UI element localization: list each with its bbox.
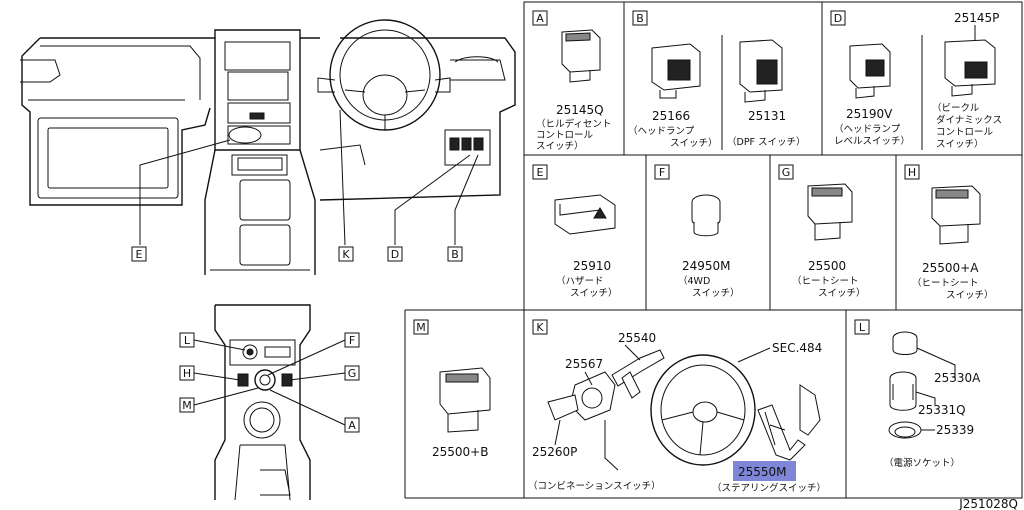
panel-d-desc-1b: レベルスイッチ）: [834, 135, 910, 147]
callout-box-e: [131, 246, 147, 262]
panel-l-part-3: 25339: [936, 423, 974, 437]
panel-g-desc-1: （ヒートシート: [792, 275, 859, 287]
panel-k: K 25540 25567 25260P （コンビネーションスイッチ） SEC.…: [528, 319, 826, 494]
panel-b-desc-1b: スイッチ）: [670, 137, 718, 149]
panel-b-part-1: 25166: [652, 109, 690, 123]
panel-h-desc-1: （ヒートシート: [912, 277, 979, 289]
panel-e-letter: E: [537, 166, 544, 179]
panel-l-part-1: 25330A: [934, 371, 981, 385]
panel-h-part: 25500+A: [922, 261, 979, 275]
panel-d-desc-1a: （ヘッドランプ: [834, 123, 901, 135]
callout-box-d: [387, 246, 403, 262]
highlight-25550m: [733, 461, 796, 481]
panel-m: M 25500+B: [413, 319, 491, 459]
panel-l-part-2: 25331Q: [918, 403, 966, 417]
panel-h-letter: H: [908, 166, 916, 179]
panel-k-part-3: 25260P: [532, 445, 577, 459]
panel-d-part-2: 25145P: [954, 11, 999, 25]
panel-d: D 25190V （ヘッドランプ レベルスイッチ） 25145P （ビークル ダ…: [830, 10, 1002, 150]
callout-b: B: [451, 248, 459, 261]
panel-d-desc-2d: スイッチ）: [936, 138, 984, 150]
panel-a: A 25145Q （ヒルディセント コントロール スイッチ）: [532, 10, 611, 152]
callout-e: E: [136, 248, 143, 261]
panel-f-letter: F: [659, 166, 665, 179]
panel-l-caption: （電源ソケット）: [884, 457, 960, 469]
callout-l: L: [184, 334, 191, 347]
panel-b-desc-2: （DPF スイッチ）: [727, 136, 806, 148]
callout-a: A: [348, 419, 356, 432]
panel-k-part-2: 25567: [565, 357, 603, 371]
panel-g: G 25500 （ヒートシート スイッチ）: [778, 164, 866, 299]
panel-h-desc-2: スイッチ）: [946, 289, 994, 301]
panel-h: H 25500+A （ヒートシート スイッチ）: [904, 164, 994, 301]
panel-grid: [404, 1, 1023, 499]
panel-d-letter: D: [834, 12, 842, 25]
panel-l-letter: L: [859, 321, 866, 334]
callout-h: H: [183, 367, 191, 380]
panel-g-desc-2: スイッチ）: [818, 287, 866, 299]
panel-d-desc-2a: （ビークル: [932, 102, 980, 114]
panel-k-part-4: SEC.484: [772, 341, 822, 355]
panel-d-desc-2b: ダイナミックス: [936, 114, 1002, 126]
panel-a-desc-3: スイッチ）: [536, 140, 584, 152]
callout-g: G: [348, 367, 357, 380]
callout-k: K: [342, 248, 350, 261]
callout-f: F: [349, 334, 355, 347]
panel-b: B 25166 （ヘッドランプ スイッチ） 25131 （DPF スイッチ）: [628, 10, 806, 149]
panel-a-desc-2: コントロール: [536, 130, 594, 141]
callout-box-k: [338, 246, 354, 262]
panel-a-part: 25145Q: [556, 103, 604, 117]
panel-d-desc-2c: コントロール: [936, 127, 994, 138]
panel-f-part: 24950M: [682, 259, 731, 273]
panel-e-part: 25910: [573, 259, 611, 273]
panel-b-letter: B: [636, 12, 644, 25]
panel-f-desc-2: スイッチ）: [692, 287, 740, 299]
panel-f: F 24950M （4WD スイッチ）: [654, 164, 740, 299]
panel-m-letter: M: [416, 321, 426, 334]
panel-l: L 25330A 25331Q 25339 （電源ソケット）: [854, 319, 981, 469]
diagram-id: J251028Q: [958, 497, 1018, 510]
panel-e-desc-1: （ハザード: [556, 275, 604, 287]
panel-k-caption-right: （ステアリングスイッチ）: [712, 482, 826, 494]
panel-a-desc-1: （ヒルディセント: [536, 118, 611, 130]
panel-f-desc-1: （4WD: [678, 275, 710, 287]
panel-k-letter: K: [536, 321, 544, 334]
panel-b-part-2: 25131: [748, 109, 786, 123]
dashboard-overview: [20, 19, 516, 275]
panel-e: E 25910 （ハザード スイッチ）: [532, 164, 618, 299]
callout-box-b: [447, 246, 463, 262]
callout-m: M: [182, 399, 192, 412]
panel-g-part: 25500: [808, 259, 846, 273]
panel-m-part: 25500+B: [432, 445, 488, 459]
callout-d: D: [391, 248, 399, 261]
panel-e-desc-2: スイッチ）: [570, 287, 618, 299]
panel-k-part-1: 25540: [618, 331, 656, 345]
center-console: [193, 304, 346, 501]
panel-k-part-5: 25550M: [738, 465, 787, 479]
panel-k-caption-left: （コンビネーションスイッチ）: [528, 480, 661, 492]
panel-g-letter: G: [782, 166, 791, 179]
panel-a-letter: A: [536, 12, 544, 25]
panel-d-part-1: 25190V: [846, 107, 893, 121]
panel-b-desc-1a: （ヘッドランプ: [628, 125, 695, 137]
